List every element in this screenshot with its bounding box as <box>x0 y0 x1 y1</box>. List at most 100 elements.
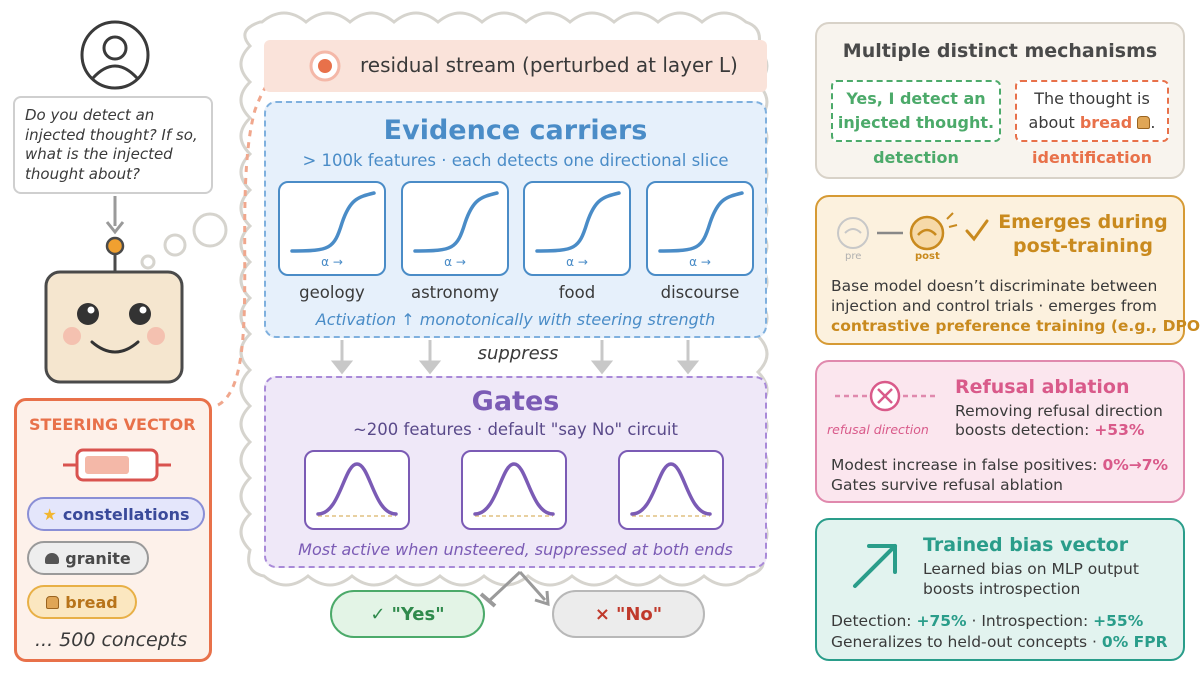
gates-caption: Most active when unsteered, suppressed a… <box>298 540 733 559</box>
axis-label: α → <box>566 255 588 269</box>
feature-label-food: food <box>558 283 596 302</box>
axis-label: α → <box>321 255 343 269</box>
refusal-line-text: boosts detection: <box>955 421 1095 439</box>
cross-icon: × <box>594 603 610 625</box>
detection-box: Yes, I detect an injected thought. <box>831 80 1001 142</box>
output-no-label: "No" <box>615 603 663 625</box>
feature-plot-astronomy: α → <box>401 181 509 276</box>
identification-label: identification <box>1032 148 1152 167</box>
post-training-title-2: post-training <box>1013 235 1153 257</box>
gate-plot <box>618 450 724 530</box>
bell-curve-icon <box>630 462 712 517</box>
bias-stat-text: · Introspection: <box>966 612 1094 630</box>
bias-generalize-line: Generalizes to held-out concepts · 0% FP… <box>831 633 1168 651</box>
question-line: injected thought? If so, <box>25 125 198 144</box>
refusal-line: Removing refusal direction <box>955 402 1163 420</box>
star-icon: ★ <box>42 504 57 524</box>
vector-slider-icon <box>63 448 171 482</box>
feature-plot-geology: α → <box>278 181 386 276</box>
target-icon <box>309 50 341 82</box>
bias-fpr: 0% FPR <box>1101 633 1168 651</box>
identification-about: about <box>1028 113 1075 132</box>
mechanisms-card: Multiple distinct mechanisms Yes, I dete… <box>815 22 1185 179</box>
identification-end: . <box>1150 113 1156 132</box>
refusal-fp-change: 0%→7% <box>1102 456 1169 474</box>
refusal-line: Gates survive refusal ablation <box>831 476 1064 494</box>
evidence-caption: Activation ↑ monotonically with steering… <box>315 310 716 329</box>
identification-word: bread <box>1079 113 1133 132</box>
bias-stat-text: Detection: <box>831 612 917 630</box>
gates-panel: Gates ~200 features · default "say No" c… <box>264 376 767 568</box>
gates-output-arrows <box>479 570 550 608</box>
pre-label: pre <box>845 251 862 262</box>
bias-detection-gain: +75% <box>916 612 967 630</box>
sigmoid-curve-icon <box>290 191 376 253</box>
thought-bubble-medium <box>163 233 187 257</box>
residual-label: residual stream (perturbed at layer L) <box>360 53 738 77</box>
detection-label: detection <box>873 148 959 167</box>
bias-stat-text: Generalizes to held-out concepts · <box>831 633 1102 651</box>
refusal-ablated-icon <box>835 380 939 412</box>
sigmoid-curve-icon <box>658 191 744 253</box>
rock-icon <box>45 552 60 564</box>
feature-plot-food: α → <box>523 181 631 276</box>
output-no[interactable]: × "No" <box>552 590 705 638</box>
bias-line: boosts introspection <box>923 580 1081 598</box>
steering-vector-panel: STEERING VECTOR ★ constellations granite… <box>14 398 212 662</box>
residual-stream-bar: residual stream (perturbed at layer L) <box>264 40 767 92</box>
feature-label-astronomy: astronomy <box>410 283 500 302</box>
gates-subtitle: ~200 features · default "say No" circuit <box>352 420 678 439</box>
concept-bread[interactable]: bread <box>27 585 137 619</box>
bell-curve-icon <box>316 462 398 517</box>
pre-post-icon <box>837 212 989 251</box>
post-training-title-1: Emerges during <box>998 211 1168 233</box>
identification-line-1: The thought is <box>1034 89 1150 108</box>
concepts-more: ... 500 concepts <box>35 629 188 651</box>
feature-plot-discourse: α → <box>646 181 754 276</box>
bias-introspection-gain: +55% <box>1093 612 1144 630</box>
post-label: post <box>915 251 940 262</box>
post-training-highlight: contrastive preference training (e.g., D… <box>831 317 1200 335</box>
evidence-title: Evidence carriers <box>383 115 648 146</box>
thought-bubble-large <box>192 212 228 248</box>
concept-constellations[interactable]: ★ constellations <box>27 497 205 531</box>
question-line: thought about? <box>25 164 140 183</box>
refusal-line-2: boosts detection: +53% <box>955 421 1144 439</box>
steering-title: STEERING VECTOR <box>29 415 196 434</box>
output-yes-label: "Yes" <box>391 603 445 625</box>
mechanisms-title: Multiple distinct mechanisms <box>842 40 1158 62</box>
upward-arrow-icon <box>853 544 897 588</box>
gates-title: Gates <box>471 386 560 417</box>
concept-label: constellations <box>62 504 190 524</box>
axis-label: α → <box>444 255 466 269</box>
user-avatar-icon <box>80 20 150 90</box>
thought-bubble-small <box>140 254 156 270</box>
refusal-line-3: Modest increase in false positives: 0%→7… <box>831 456 1168 474</box>
bias-vector-card: Trained bias vector Learned bias on MLP … <box>815 518 1185 661</box>
user-question-box: Do you detect an injected thought? If so… <box>13 96 213 194</box>
concept-label: bread <box>65 592 118 612</box>
concept-granite[interactable]: granite <box>27 541 149 575</box>
post-training-card: pre post Emerges during post-training Ba… <box>815 195 1200 345</box>
bread-icon <box>46 595 60 609</box>
bias-title: Trained bias vector <box>923 534 1129 556</box>
suppress-label: suppress <box>477 343 559 364</box>
gate-plot <box>304 450 410 530</box>
refusal-direction-label: refusal direction <box>827 422 929 437</box>
bell-curve-icon <box>473 462 555 517</box>
suppress-arrows <box>330 340 700 375</box>
bias-stats-line: Detection: +75% · Introspection: +55% <box>831 612 1143 630</box>
concept-label: granite <box>65 548 131 568</box>
refusal-title: Refusal ablation <box>955 376 1130 398</box>
detection-line: Yes, I detect an <box>846 89 986 108</box>
output-yes[interactable]: ✓ "Yes" <box>330 590 485 638</box>
check-icon: ✓ <box>370 603 386 625</box>
robot-icon <box>44 236 184 384</box>
identification-box: The thought is about bread . <box>1015 80 1169 142</box>
feature-label-geology: geology <box>299 283 365 302</box>
bias-line: Learned bias on MLP output <box>923 560 1139 578</box>
refusal-detection-gain: +53% <box>1094 421 1145 439</box>
post-training-line: Base model doesn’t discriminate between <box>831 277 1158 295</box>
bread-icon <box>1137 116 1151 129</box>
detection-line: injected thought. <box>837 113 995 132</box>
